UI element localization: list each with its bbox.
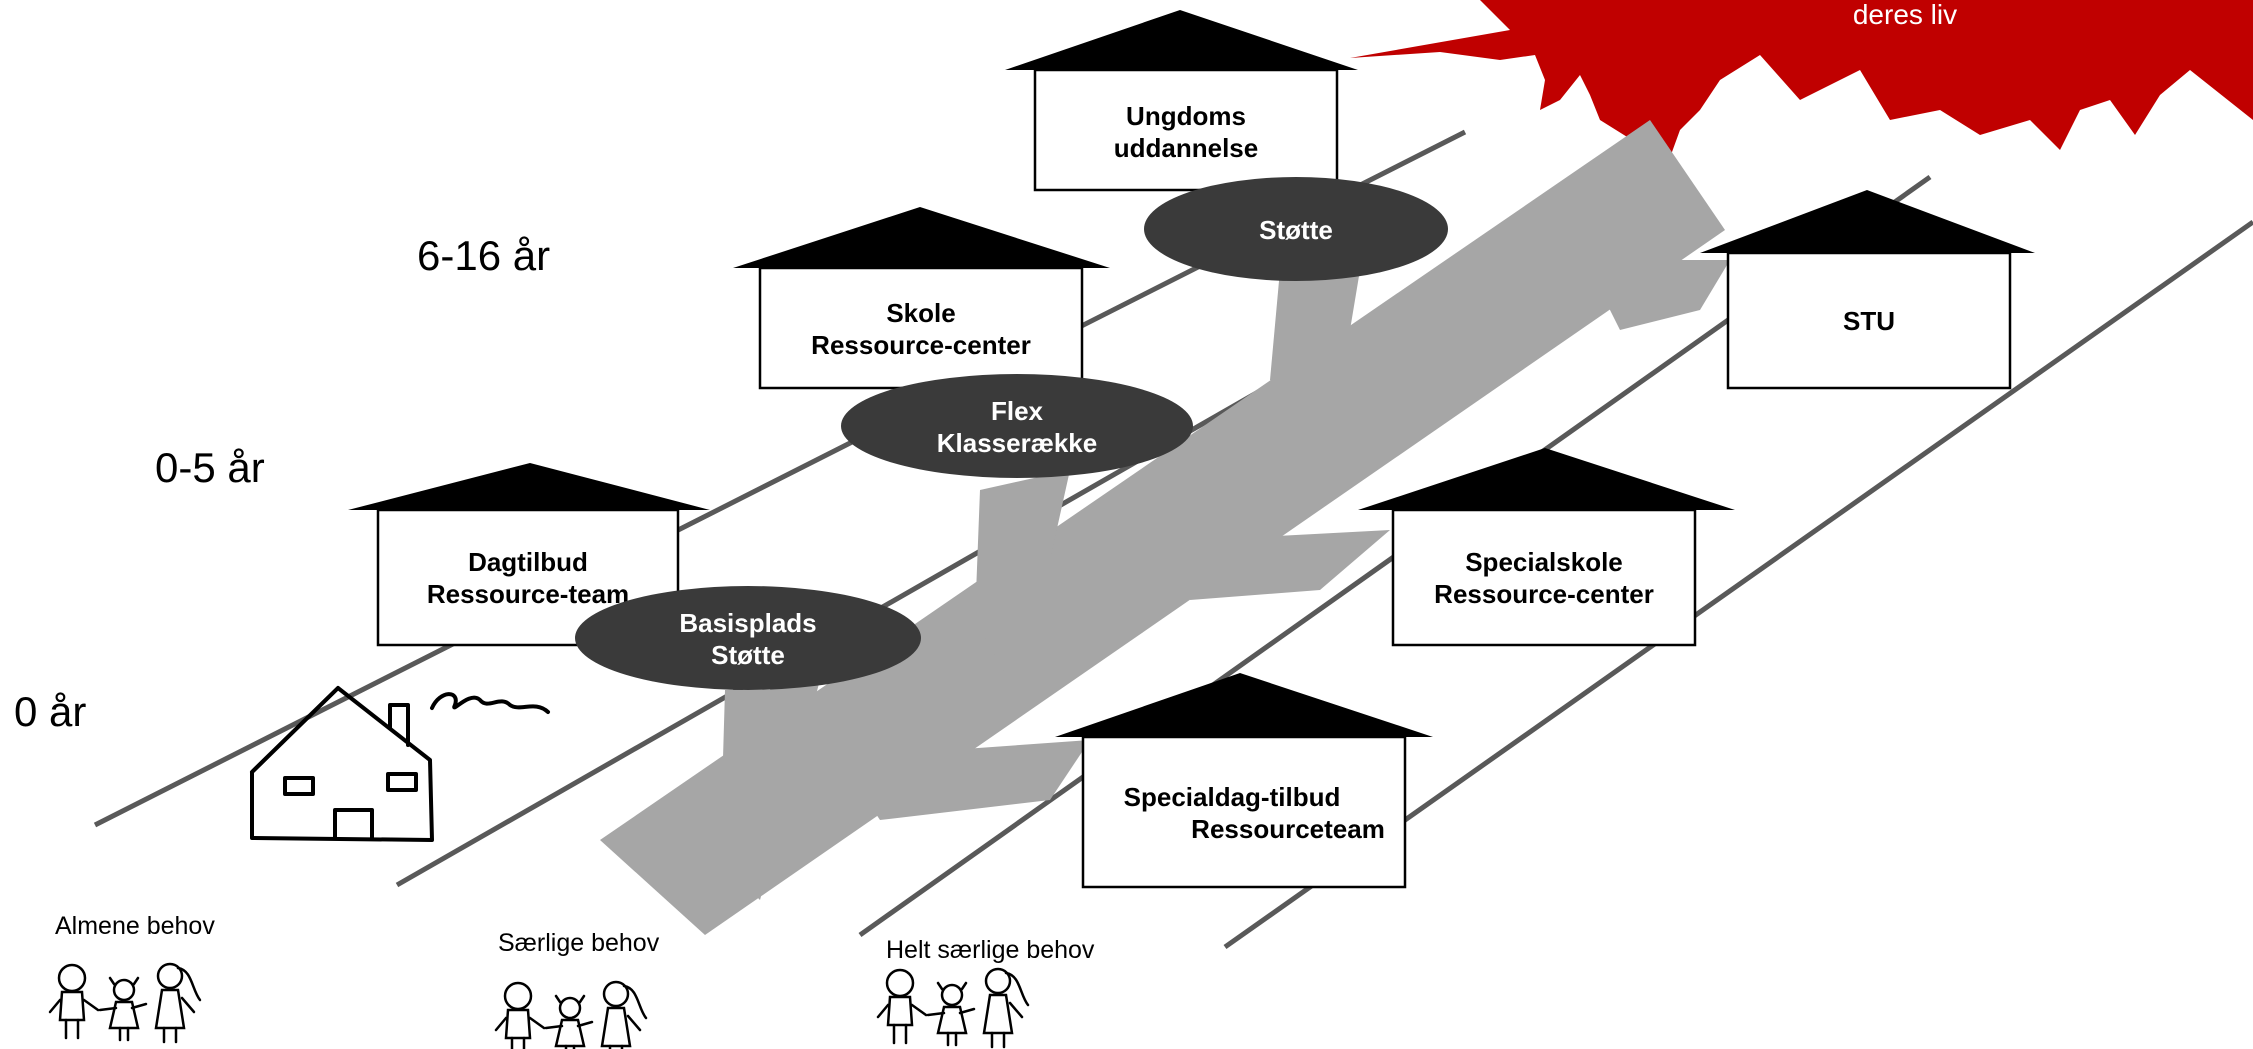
house-specialdag: Specialdag-tilbud Ressourceteam <box>1055 673 1433 889</box>
house-label-line-2: Ressourceteam <box>1191 814 1385 844</box>
house-specialskole: Specialskole Ressource-center <box>1358 448 1735 647</box>
oval-label-line-1: Flex <box>991 396 1044 426</box>
need-label-helt-saerlige: Helt særlige behov <box>886 936 1095 964</box>
house-label-line-1: Ungdoms <box>1126 101 1246 131</box>
house-label-line-2: Ressource-center <box>811 330 1031 360</box>
home-sketch-icon <box>250 686 550 842</box>
oval-basisplads: Basisplads Støtte <box>575 586 921 690</box>
need-label-saerlige: Særlige behov <box>498 929 660 957</box>
house-dagtilbud: Dagtilbud Ressource-team <box>348 463 710 647</box>
branch-basisplads <box>720 630 820 900</box>
need-label-almene: Almene behov <box>55 912 215 940</box>
branch-flex <box>975 470 1070 700</box>
star-text: deres liv <box>1853 0 1957 30</box>
oval-flex: Flex Klasserække <box>841 374 1193 478</box>
branch-specialdag <box>860 740 1090 820</box>
oval-shape <box>1144 177 1448 281</box>
house-label-line-2: uddannelse <box>1114 133 1258 163</box>
oval-label-line-1: Støtte <box>1259 215 1333 245</box>
house-label-line-1: Dagtilbud <box>468 547 588 577</box>
roof <box>1005 10 1358 70</box>
house-label-line-1: Skole <box>886 298 955 328</box>
main-path <box>600 120 1725 935</box>
branch-stu <box>1600 260 1730 330</box>
roof <box>1358 448 1735 510</box>
house-stu: STU <box>1700 190 2035 390</box>
oval-stotte: Støtte <box>1144 177 1448 281</box>
house-box <box>758 266 1084 390</box>
house-label-line-2: Ressource-team <box>427 579 629 609</box>
house-box <box>1391 508 1697 647</box>
house-label-line-1: Specialdag-tilbud <box>1124 782 1341 812</box>
branch-stotte <box>1270 270 1360 400</box>
house-box <box>1081 735 1407 889</box>
roof <box>733 207 1110 268</box>
house-label-line-1: STU <box>1843 306 1895 336</box>
roof <box>1055 673 1433 737</box>
starburst-shape <box>1350 0 2253 185</box>
roof <box>348 463 710 510</box>
children-icon-helt-saerlige <box>876 967 1030 1049</box>
support-path <box>600 120 1730 935</box>
children-icon-saerlige <box>494 980 648 1049</box>
oval-shape <box>575 586 921 690</box>
children-icon-almene <box>48 962 202 1044</box>
age-label-0-5: 0-5 år <box>155 444 265 491</box>
age-label-6-16: 6-16 år <box>417 232 550 279</box>
age-label-0: 0 år <box>14 688 86 735</box>
oval-label-line-2: Klasserække <box>937 428 1097 458</box>
oval-shape <box>841 374 1193 478</box>
house-box <box>1726 251 2012 390</box>
branch-specialskole <box>1190 530 1390 600</box>
oval-label-line-1: Basisplads <box>679 608 816 638</box>
house-label-line-2: Ressource-center <box>1434 579 1654 609</box>
house-label-line-1: Specialskole <box>1465 547 1623 577</box>
house-skole: Skole Ressource-center <box>733 207 1110 390</box>
house-box <box>1033 68 1339 192</box>
roof <box>1700 190 2035 253</box>
oval-label-line-2: Støtte <box>711 640 785 670</box>
house-ungdoms: Ungdoms uddannelse <box>1005 10 1358 192</box>
